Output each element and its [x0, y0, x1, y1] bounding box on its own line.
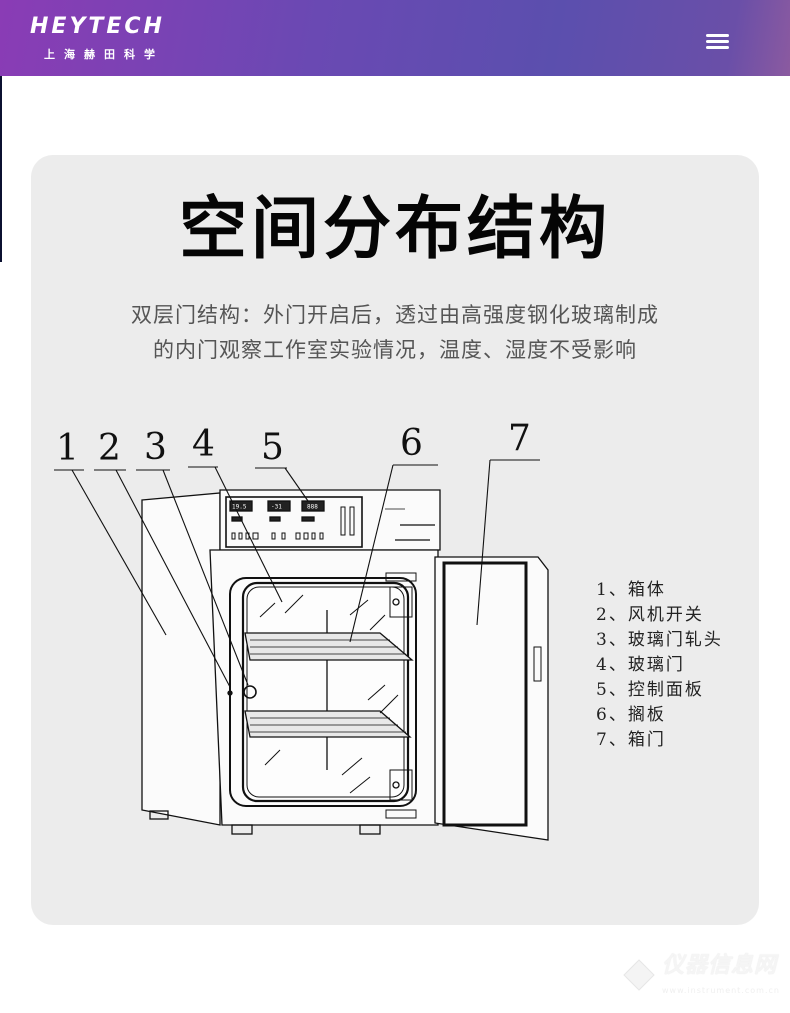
glass-door-latch	[243, 685, 257, 699]
display-readout-3: 888	[307, 504, 318, 511]
outer-door-window	[442, 561, 528, 827]
outer-door	[434, 556, 549, 841]
parts-legend: 1、箱体 2、风机开关 3、玻璃门轧头 4、玻璃门 5、控制面板 6、搁板 7、…	[596, 578, 723, 753]
top-header: HEYTECH 上海赫田科学	[0, 0, 790, 76]
hamburger-menu-icon[interactable]	[700, 28, 734, 54]
watermark: 仪器信息网 www.instrument.com.cn	[622, 952, 782, 1008]
shelf-lower	[244, 710, 412, 738]
hinge-bottom	[385, 809, 417, 819]
display-readout-1: 19.5	[232, 504, 247, 511]
glass-door	[241, 581, 410, 803]
legend-item: 4、玻璃门	[596, 655, 685, 675]
callout-7: 7	[508, 418, 531, 459]
callout-1: 1	[56, 428, 79, 469]
watermark-logo-icon	[623, 959, 655, 991]
hinge-top	[385, 572, 417, 582]
incubator-structure-diagram: 1 2 3 4 5 6 7 19.5 -31 888	[54, 418, 549, 841]
callout-2: 2	[98, 428, 121, 469]
watermark-url: www.instrument.com.cn	[662, 986, 780, 995]
description: 双层门结构：外门开启后，透过由高强度钢化玻璃制成 的内门观察工作室实验情况，温度…	[0, 298, 790, 368]
logo-subtitle: 上海赫田科学	[44, 48, 164, 61]
callout-5: 5	[261, 427, 284, 468]
display-readout-2: -31	[271, 504, 282, 511]
legend-item: 1、箱体	[596, 580, 666, 600]
callout-4: 4	[192, 424, 215, 465]
brand-logo[interactable]: HEYTECH 上海赫田科学	[30, 14, 205, 66]
callout-6: 6	[400, 423, 423, 464]
legend-item: 7、箱门	[596, 730, 666, 750]
legend-item: 2、风机开关	[596, 605, 704, 625]
legend-item: 3、玻璃门轧头	[596, 630, 723, 650]
logo-wordmark: HEYTECH	[30, 14, 165, 39]
legend-item: 5、控制面板	[596, 680, 704, 700]
page-title: 空间分布结构	[178, 190, 611, 269]
callout-3: 3	[144, 427, 167, 468]
cabinet-body	[141, 492, 221, 826]
watermark-text: 仪器信息网	[662, 953, 778, 978]
glass-door-frame	[229, 577, 417, 807]
left-edge-bar	[0, 0, 2, 262]
description-line-2: 的内门观察工作室实验情况，温度、湿度不受影响	[153, 338, 637, 362]
description-line-1: 双层门结构：外门开启后，透过由高强度钢化玻璃制成	[131, 303, 659, 327]
legend-item: 6、搁板	[596, 705, 666, 725]
